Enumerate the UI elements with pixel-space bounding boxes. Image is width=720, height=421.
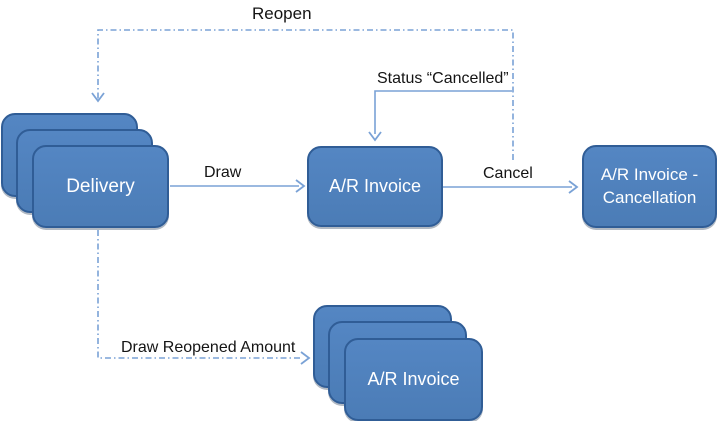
status-cancelled-edge-label: Status “Cancelled” xyxy=(377,70,509,87)
cancel-arrowhead-icon xyxy=(568,180,579,194)
ar-invoice-node-label: A/R Invoice xyxy=(328,176,422,196)
ar-invoice-cancellation-node-label: A/R Invoice - Cancellation xyxy=(600,165,699,207)
reopen-connector xyxy=(97,29,514,160)
ar-invoice-node: A/R Invoice xyxy=(307,146,443,227)
draw-reopened-connector xyxy=(97,230,302,359)
delivery-node-label: Delivery xyxy=(66,175,135,197)
ar-invoice-cancellation-node: A/R Invoice - Cancellation xyxy=(582,145,717,228)
draw-reopened-arrowhead-icon xyxy=(300,351,311,365)
reopen-edge-label: Reopen xyxy=(252,4,312,23)
ar-invoice-copies-node-label: A/R Invoice xyxy=(367,369,460,389)
cancel-edge-label: Cancel xyxy=(483,165,533,182)
draw-reopened-edge-label: Draw Reopened Amount xyxy=(121,339,296,356)
delivery-node: Delivery xyxy=(32,145,169,228)
reopen-arrowhead-icon xyxy=(91,92,105,103)
draw-arrowhead-icon xyxy=(295,179,306,193)
ar-invoice-copies-node: A/R Invoice xyxy=(344,338,483,421)
draw-edge-label: Draw xyxy=(204,164,242,181)
status-cancelled-arrowhead-icon xyxy=(368,131,382,142)
status-cancelled-connector xyxy=(374,90,512,134)
